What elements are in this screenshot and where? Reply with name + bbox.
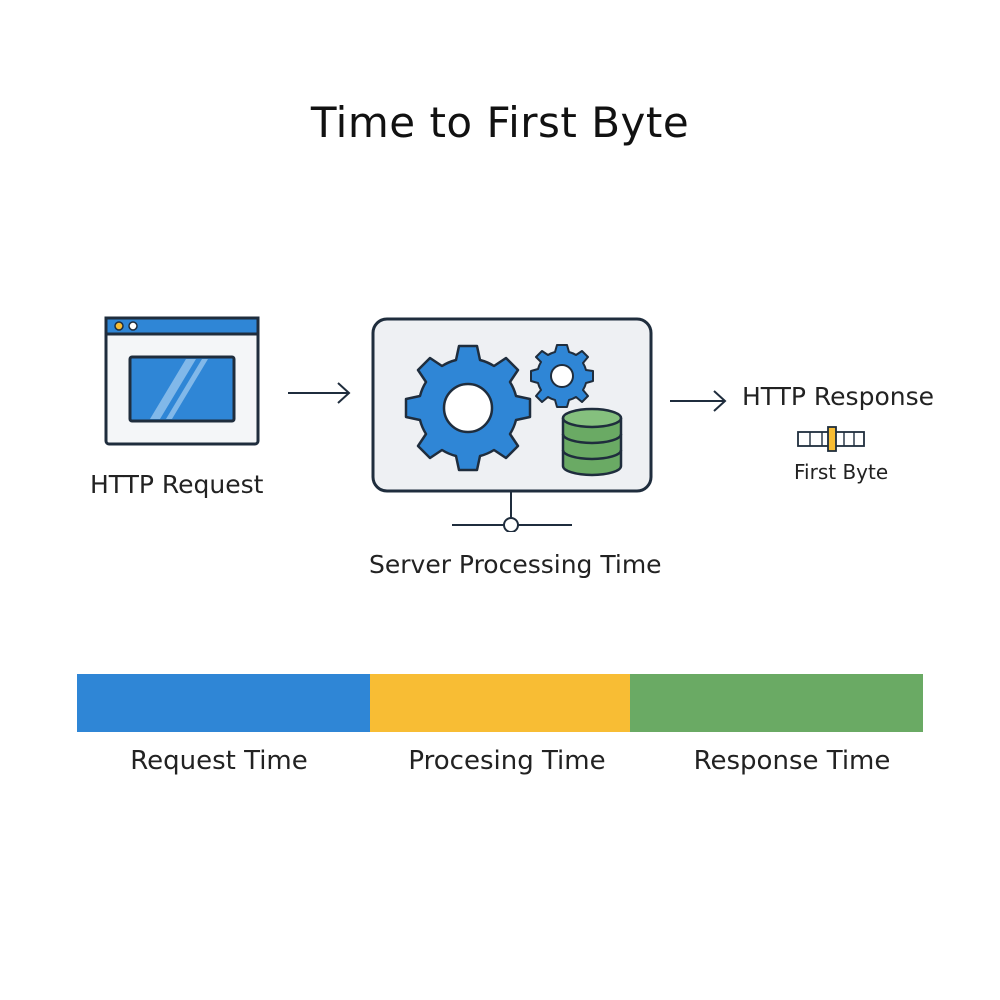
large-gear-icon	[404, 344, 532, 472]
response-time-label: Response Time	[693, 746, 891, 776]
timeline-segment-response	[630, 674, 923, 732]
first-byte-marker-icon	[796, 424, 868, 454]
first-byte-label: First Byte	[794, 460, 889, 484]
http-response-label: HTTP Response	[742, 382, 934, 411]
timeline-segment-request	[77, 674, 370, 732]
http-request-label: HTTP Request	[90, 470, 264, 499]
arrow-right-icon	[668, 386, 730, 416]
request-time-label: Request Time	[130, 746, 308, 776]
server-processing-label: Server Processing Time	[369, 550, 662, 579]
arrow-right-icon	[286, 378, 354, 408]
timeline-segment-processing	[370, 674, 630, 732]
server-processing-icon	[370, 316, 656, 532]
processing-time-label: Procesing Time	[408, 746, 606, 776]
browser-window-icon	[104, 316, 260, 446]
small-gear-icon	[530, 344, 594, 408]
database-icon	[561, 407, 623, 477]
diagram-title: Time to First Byte	[310, 98, 690, 147]
